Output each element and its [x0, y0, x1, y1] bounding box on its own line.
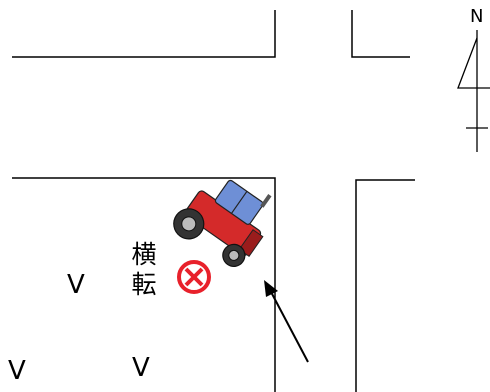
accident-type-char: 横	[131, 240, 157, 269]
road-edge-lower-right	[355, 179, 415, 392]
field-mark: V	[8, 356, 26, 386]
compass-north-label: N	[470, 6, 484, 27]
field-mark: V	[67, 270, 85, 300]
accident-type-label: 横 転	[130, 240, 158, 300]
road-edge-upper-right	[351, 10, 410, 58]
travel-direction-arrow	[264, 280, 309, 363]
overturned-tractor-icon	[173, 179, 272, 267]
accident-point-marker	[177, 260, 211, 294]
accident-type-char: 転	[131, 270, 157, 299]
field-mark: V	[132, 353, 150, 383]
north-arrow	[457, 30, 490, 152]
road-edge-upper-left	[12, 10, 276, 58]
road-edge-lower-left	[12, 177, 276, 392]
